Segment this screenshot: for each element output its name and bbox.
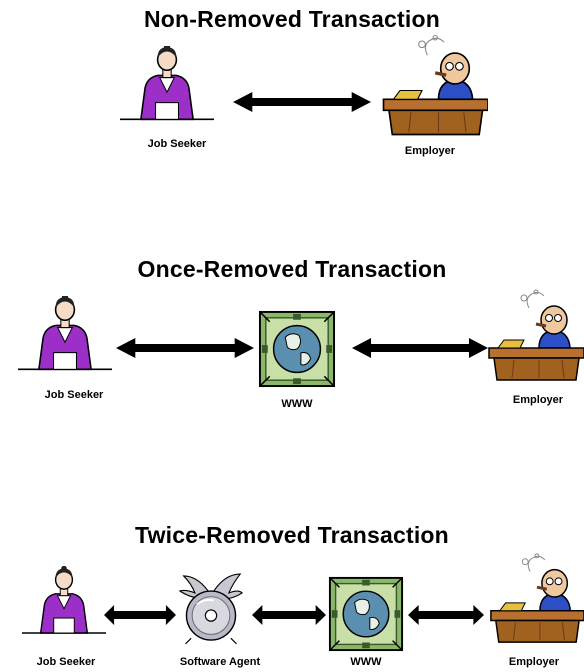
label-job-seeker: Job Seeker [147, 138, 207, 150]
double-arrow-icon [352, 338, 488, 358]
double-arrow-icon [116, 338, 254, 358]
label-employer: Employer [404, 145, 456, 157]
section-title-non-removed: Non-Removed Transaction [144, 6, 440, 32]
label-job-seeker: Job Seeker [36, 656, 96, 668]
job-seeker-icon [22, 566, 106, 644]
label-www: WWW [281, 398, 313, 410]
double-arrow-icon [252, 605, 326, 625]
employer-icon [378, 32, 488, 138]
section-title-once-removed: Once-Removed Transaction [137, 256, 447, 282]
label-software-agent: Software Agent [179, 656, 261, 668]
www-globe-icon [328, 576, 404, 652]
double-arrow-icon [104, 605, 176, 625]
employer-icon [486, 546, 584, 650]
label-employer: Employer [512, 394, 564, 406]
job-seeker-icon [120, 46, 214, 130]
label-www: WWW [350, 656, 382, 668]
double-arrow-icon [233, 92, 371, 112]
www-globe-icon [258, 310, 336, 388]
label-job-seeker: Job Seeker [44, 389, 104, 401]
software-agent-icon [178, 570, 244, 646]
employer-icon [484, 282, 584, 388]
label-employer: Employer [508, 656, 560, 668]
section-title-twice-removed: Twice-Removed Transaction [135, 522, 449, 548]
job-seeker-icon [18, 296, 112, 380]
double-arrow-icon [408, 605, 484, 625]
